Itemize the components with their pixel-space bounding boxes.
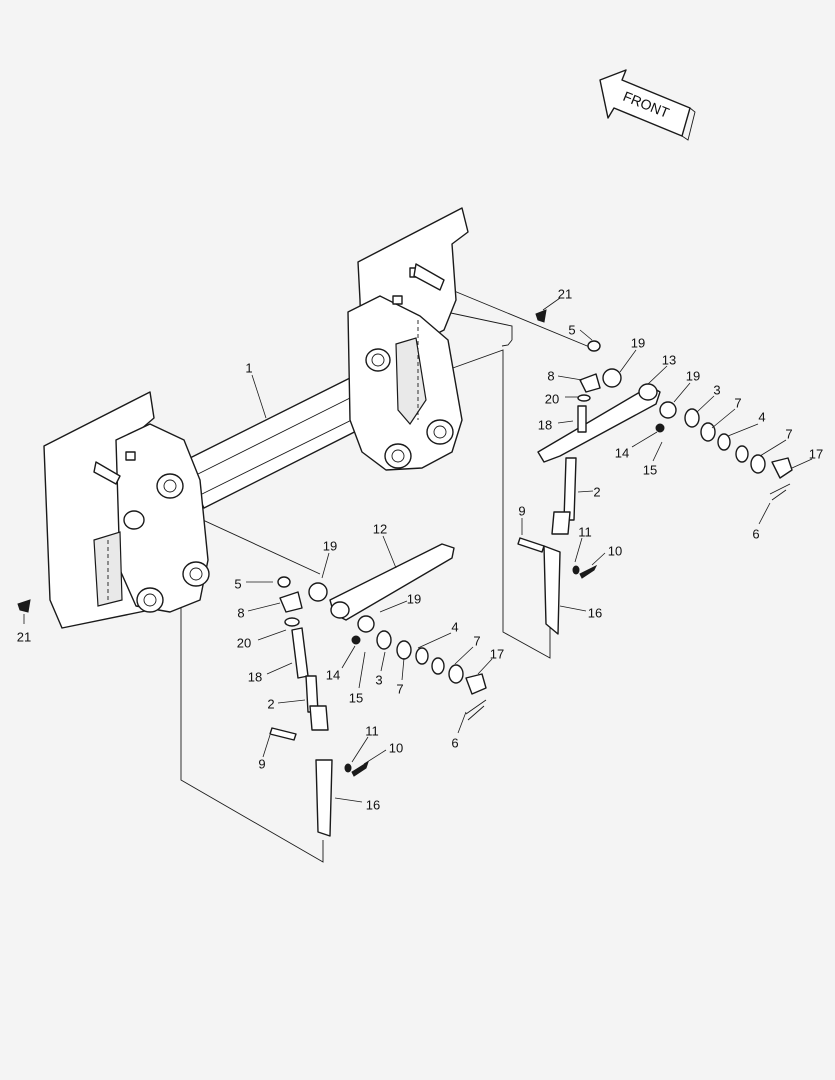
callout-leader-c5a — [579, 329, 593, 341]
callout-leader-c13 — [647, 365, 668, 385]
callout-c15b: 15 — [349, 690, 363, 705]
callout-leader-c7d — [401, 657, 405, 681]
callout-leader-c2b — [277, 699, 306, 704]
callout-leader-c19b — [673, 382, 691, 403]
callout-c18a: 18 — [538, 417, 552, 432]
callout-c17b: 17 — [490, 646, 504, 661]
callout-c19c: 19 — [323, 538, 337, 553]
callout-c6b: 6 — [451, 735, 458, 750]
callout-leader-c21a — [542, 297, 561, 311]
callout-c20a: 20 — [545, 391, 559, 406]
callout-leader-c19d — [379, 600, 408, 613]
callout-leader-c17b — [477, 658, 493, 675]
callout-c14b: 14 — [326, 667, 340, 682]
callout-c16b: 16 — [366, 797, 380, 812]
callout-leader-c19c — [321, 552, 330, 579]
callout-c14a: 14 — [615, 445, 629, 460]
left-washers — [376, 630, 487, 721]
callout-leader-c19a — [619, 349, 637, 373]
callout-c21a: 21 — [558, 286, 572, 301]
callout-c20b: 20 — [237, 635, 251, 650]
callout-leader-c10a — [591, 552, 606, 566]
callout-leader-c17a — [791, 458, 813, 469]
callout-leader-c7c — [454, 646, 474, 665]
callout-c7c: 7 — [473, 633, 480, 648]
callout-leader-c11a — [574, 537, 583, 563]
callout-c10b: 10 — [389, 740, 403, 755]
right-handle — [537, 368, 677, 463]
callout-c6a: 6 — [752, 526, 759, 541]
front-arrow-icon: FRONT — [599, 69, 696, 141]
callout-c9b: 9 — [258, 756, 265, 771]
callout-c19b: 19 — [686, 368, 700, 383]
callout-leader-c8a — [557, 375, 583, 381]
left-handle — [308, 543, 455, 645]
callout-c7a: 7 — [734, 395, 741, 410]
callout-c10a: 10 — [608, 543, 622, 558]
right-linkage — [517, 309, 601, 635]
callout-c15a: 15 — [643, 462, 657, 477]
callout-c2b: 2 — [267, 696, 274, 711]
callout-leader-c1 — [251, 374, 267, 419]
callout-leader-c15b — [358, 651, 366, 689]
callout-c12: 12 — [373, 521, 387, 536]
callout-c11a: 11 — [578, 524, 592, 539]
callout-leader-c2a — [577, 490, 594, 493]
callout-c7d: 7 — [396, 681, 403, 696]
callout-c21b: 21 — [17, 629, 31, 644]
callout-c19d: 19 — [407, 591, 421, 606]
callout-leader-c14a — [631, 431, 658, 448]
callout-c8b: 8 — [237, 605, 244, 620]
callout-leader-c15a — [652, 441, 663, 462]
callout-leader-c18b — [266, 662, 293, 675]
callout-leader-c18a — [557, 420, 574, 424]
callout-c4b: 4 — [451, 619, 458, 634]
callout-c19a: 19 — [631, 335, 645, 350]
assembly-lines — [115, 285, 593, 863]
callout-leader-c4a — [727, 423, 759, 437]
callout-c4a: 4 — [758, 409, 765, 424]
callout-c13: 13 — [662, 352, 676, 367]
callout-c1: 1 — [245, 360, 252, 375]
callout-leader-c6a — [758, 502, 771, 525]
callout-c17a: 17 — [809, 446, 823, 461]
callout-leader-c12 — [382, 535, 397, 569]
callout-c2a: 2 — [593, 484, 600, 499]
callout-leader-c11b — [351, 736, 369, 763]
callout-leader-c16b — [334, 797, 363, 803]
right-washers — [684, 408, 793, 501]
callout-c11b: 11 — [365, 723, 379, 738]
callout-c9a: 9 — [518, 503, 525, 518]
callout-c3a: 3 — [713, 382, 720, 397]
callout-leader-c8b — [247, 602, 281, 612]
callout-leader-c16a — [559, 605, 587, 612]
callout-leader-c20b — [257, 629, 287, 641]
callout-c8a: 8 — [547, 368, 554, 383]
left-linkage — [17, 576, 369, 837]
callout-leader-c10b — [363, 749, 387, 765]
callout-leader-c7a — [711, 408, 736, 429]
callout-c16a: 16 — [588, 605, 602, 620]
callout-leader-c14b — [341, 645, 356, 669]
callout-c18b: 18 — [248, 669, 262, 684]
callout-c3b: 3 — [375, 672, 382, 687]
callout-leader-c3a — [696, 395, 715, 413]
callout-c7b: 7 — [785, 426, 792, 441]
callout-leader-c9b — [262, 734, 271, 758]
callout-c5a: 5 — [568, 322, 575, 337]
quick-attach-frame — [43, 207, 469, 629]
callout-leader-c3b — [380, 651, 386, 672]
callout-leader-c6b — [457, 711, 467, 734]
callout-leader-c7b — [759, 439, 787, 457]
callout-c5b: 5 — [234, 576, 241, 591]
callout-leader-c4b — [417, 632, 452, 649]
